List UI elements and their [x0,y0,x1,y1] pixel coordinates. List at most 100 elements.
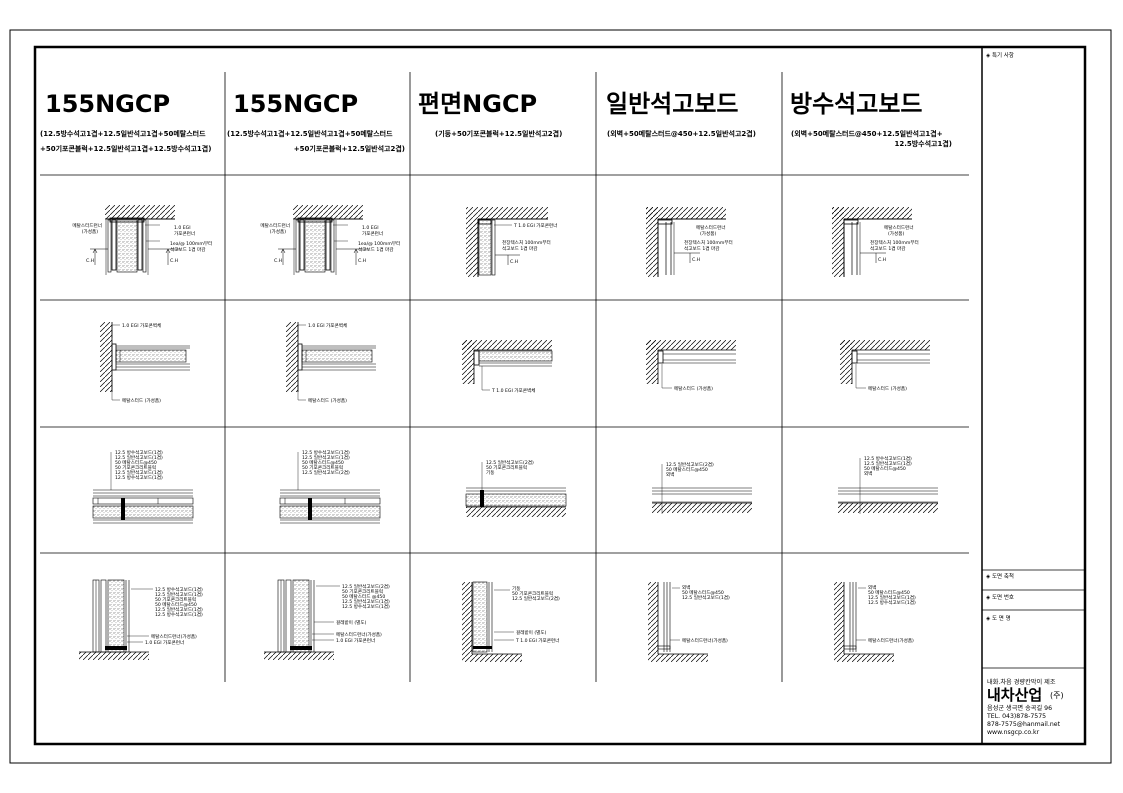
svg-text:12.5 방수석고보드(1겹): 12.5 방수석고보드(1겹) [868,599,916,606]
detail-row-ceiling: 메탈스터드런너 (가성품) 1.0 EGI 가포콘런너 1ea/@ 100mm부… [72,204,919,278]
column-spec-line: (12.5방수석고1겹+12.5일반석고1겹+50메탈스터드 [40,129,206,138]
svg-text:메탈스터드 (가성품): 메탈스터드 (가성품) [868,385,907,392]
svg-text:메탈스터드런너: 메탈스터드런너 [72,222,102,229]
svg-text:메탈스터드런너(가성품): 메탈스터드런너(가성품) [151,633,197,640]
svg-text:C.H: C.H [878,257,886,263]
svg-text:1ea/@ 100mm부터: 1ea/@ 100mm부터 [358,240,400,247]
outer-border [9,29,1112,764]
drawing-number-label: ◈ 도면 번호 [986,593,1014,601]
svg-text:12.5 방수석고보드(1겹): 12.5 방수석고보드(1겹) [155,586,203,593]
svg-text:석고보드 1겹 마감: 석고보드 1겹 마감 [502,245,538,252]
svg-text:C.H: C.H [170,258,178,264]
column-spec-line: (외벽+50메탈스터드@450+12.5일반석고2겹) [607,129,756,138]
svg-text:12.5 일반석고보드(1겹): 12.5 일반석고보드(1겹) [342,598,390,605]
svg-text:50 기포콘크리트블럭: 50 기포콘크리트블럭 [486,464,527,471]
svg-text:1.0 EGI 가포콘벽체: 1.0 EGI 가포콘벽체 [122,322,161,329]
plan-detail-4: 메탈스터드 (가성품) [645,339,737,392]
svg-text:12.5 일반석고보드(2겹): 12.5 일반석고보드(2겹) [342,583,390,590]
maker-tagline: 내화.차음 경량칸막이 제조 [987,678,1056,686]
svg-text:(가성품): (가성품) [270,228,286,235]
company-tel: TEL. 043)878-7575 [986,713,1046,720]
svg-text:50 메탈스터드@450: 50 메탈스터드@450 [155,601,197,608]
column-spec-line: (외벽+50메탈스터드@450+12.5일반석고1겹+ [791,129,943,138]
column-spec-line: (12.5방수석고1겹+12.5일반석고1겹+50메탈스터드 [227,129,393,138]
grid-lines [40,72,969,682]
column-header-5: 방수석고보드 (외벽+50메탈스터드@450+12.5일반석고1겹+ 12.5방… [790,90,952,148]
svg-text:걸레받이 (별도): 걸레받이 (별도) [516,629,547,636]
svg-text:50 메탈스터드@450: 50 메탈스터드@450 [868,589,910,596]
svg-text:메탈스터드런너: 메탈스터드런너 [696,224,726,231]
svg-text:1ea/@ 100mm부터: 1ea/@ 100mm부터 [170,240,212,247]
column-spec-line: +50기포콘블럭+12.5일반석고1겹+12.5방수석고1겹) [40,144,211,153]
svg-text:C.H: C.H [274,258,282,264]
svg-text:메탈스터드런너: 메탈스터드런너 [884,224,914,231]
plan-detail-1: 1.0 EGI 가포콘벽체 메탈스터드 (가성품) [99,321,191,404]
detail-row-plan: 1.0 EGI 가포콘벽체 메탈스터드 (가성품) 1.0 EGI 가포콘벽체 … [99,321,931,404]
svg-text:메탈스터드 (가성품): 메탈스터드 (가성품) [122,397,161,404]
special-notes-label: ◈ 특기 사항 [986,51,1014,59]
column-header-3: 편면NGCP (기둥+50기포콘블럭+12.5일반석고2겹) [418,90,562,138]
svg-text:메탈스터드 (가성품): 메탈스터드 (가성품) [308,397,347,404]
column-header-1: 155NGCP (12.5방수석고1겹+12.5일반석고1겹+50메탈스터드 +… [40,90,211,153]
svg-text:(가성품): (가성품) [888,230,904,237]
svg-text:50 기포콘크리트블럭: 50 기포콘크리트블럭 [342,588,383,595]
svg-text:12.5 일반석고보드(1겹): 12.5 일반석고보드(1겹) [115,454,163,461]
svg-text:메탈스터드런너(가성품): 메탈스터드런너(가성품) [868,637,914,644]
svg-text:(가성품): (가성품) [700,230,716,237]
svg-text:12.5 일반석고보드(1겹): 12.5 일반석고보드(1겹) [115,469,163,476]
svg-text:50 메탈스터드@450: 50 메탈스터드@450 [682,589,724,596]
ceiling-detail-5: 메탈스터드런너 (가성품) 천장텍스처 100mm부터 석고보드 1겹 마감 C… [831,206,919,278]
wall-section-2: 12.5 방수석고보드(1겹) 12.5 일반석고보드(1겹) 50 메탈스터드… [279,449,381,524]
base-section-1: 12.5 방수석고보드(1겹) 12.5 일반석고보드(1겹) 50 기포콘크리… [78,579,203,661]
column-header-2: 155NGCP (12.5방수석고1겹+12.5일반석고1겹+50메탈스터드 +… [227,90,405,153]
column-spec-line: +50기포콘블럭+12.5일반석고2겹) [294,144,405,153]
detail-row-base: 12.5 방수석고보드(1겹) 12.5 일반석고보드(1겹) 50 기포콘크리… [78,579,916,663]
svg-text:메탈스터드 (가성품): 메탈스터드 (가성품) [674,385,713,392]
svg-text:T 1.0 EGI 가포콘런너: T 1.0 EGI 가포콘런너 [515,637,559,644]
svg-text:석고보드 1겹 마감: 석고보드 1겹 마감 [358,246,394,253]
company-website: www.nsgcp.co.kr [987,729,1040,736]
svg-text:50 메탈스터드@450: 50 메탈스터드@450 [115,459,157,466]
svg-text:50 메탈스터드@450: 50 메탈스터드@450 [666,466,708,473]
svg-text:가포콘런너: 가포콘런너 [174,230,195,237]
svg-text:1.0 EGI: 1.0 EGI [362,225,379,231]
company-address: 음성군 생극면 송곡길 96 [987,704,1052,712]
drawing-scale-label: ◈ 도면 축척 [986,572,1014,580]
svg-text:메탈스터드런너(가성품): 메탈스터드런너(가성품) [336,631,382,638]
svg-text:메탈스터드런너: 메탈스터드런너 [260,222,290,229]
svg-text:T 1.0 EGI 가포콘런너: T 1.0 EGI 가포콘런너 [513,222,557,229]
svg-text:50 메탈스터드@450: 50 메탈스터드@450 [302,459,344,466]
svg-text:외벽: 외벽 [864,470,872,477]
svg-text:C.H: C.H [510,259,518,265]
title-block: ◈ 특기 사항 ◈ 도면 축척 ◈ 도면 번호 ◈ 도 면 명 내화.차음 경량… [982,51,1085,736]
base-section-4: 외벽 50 메탈스터드@450 12.5 일반석고보드(1겹) 메탈스터드런너(… [647,581,730,663]
svg-text:50 메탈스터드@450: 50 메탈스터드@450 [864,465,906,472]
svg-text:천장텍스처 100mm부터: 천장텍스처 100mm부터 [870,239,919,246]
svg-text:석고보드 1겹 마감: 석고보드 1겹 마감 [870,245,906,252]
svg-text:C.H: C.H [86,258,94,264]
column-title: 편면NGCP [418,90,537,118]
svg-text:천장텍스처 100mm부터: 천장텍스처 100mm부터 [502,239,551,246]
ceiling-detail-4: 메탈스터드런너 (가성품) 천장텍스처 100mm부터 석고보드 1겹 마감 C… [645,206,733,278]
svg-text:12.5 방수석고보드(1겹): 12.5 방수석고보드(1겹) [864,455,912,462]
column-title: 방수석고보드 [790,90,922,118]
plan-detail-2: 1.0 EGI 가포콘벽체 메탈스터드 (가성품) [285,321,377,404]
company-email: 878-7575@hanmail.net [987,720,1061,728]
svg-text:1.0 EGI: 1.0 EGI [174,225,191,231]
svg-text:C.H: C.H [692,257,700,263]
svg-text:외벽: 외벽 [682,584,690,591]
svg-text:외벽: 외벽 [666,471,674,478]
plan-detail-3: T 1.0 EGI 가포콘벽체 [461,339,553,394]
svg-text:기둥: 기둥 [486,469,494,476]
column-spec-line: (기둥+50기포콘블럭+12.5일반석고2겹) [435,129,562,138]
svg-text:12.5 일반석고보드(1겹): 12.5 일반석고보드(1겹) [868,594,916,601]
svg-text:1.0 EGI 가포콘벽체: 1.0 EGI 가포콘벽체 [308,322,347,329]
inner-border [33,45,1087,746]
column-title: 일반석고보드 [606,90,738,118]
svg-text:12.5 방수석고보드(1겹): 12.5 방수석고보드(1겹) [302,449,350,456]
svg-text:12.5 방수석고보드(1겹): 12.5 방수석고보드(1겹) [342,603,390,610]
wall-section-4: 12.5 일반석고보드(2겹) 50 메탈스터드@450 외벽 [651,461,753,514]
svg-text:가포콘런너: 가포콘런너 [362,230,383,237]
column-header-4: 일반석고보드 (외벽+50메탈스터드@450+12.5일반석고2겹) [606,90,756,138]
